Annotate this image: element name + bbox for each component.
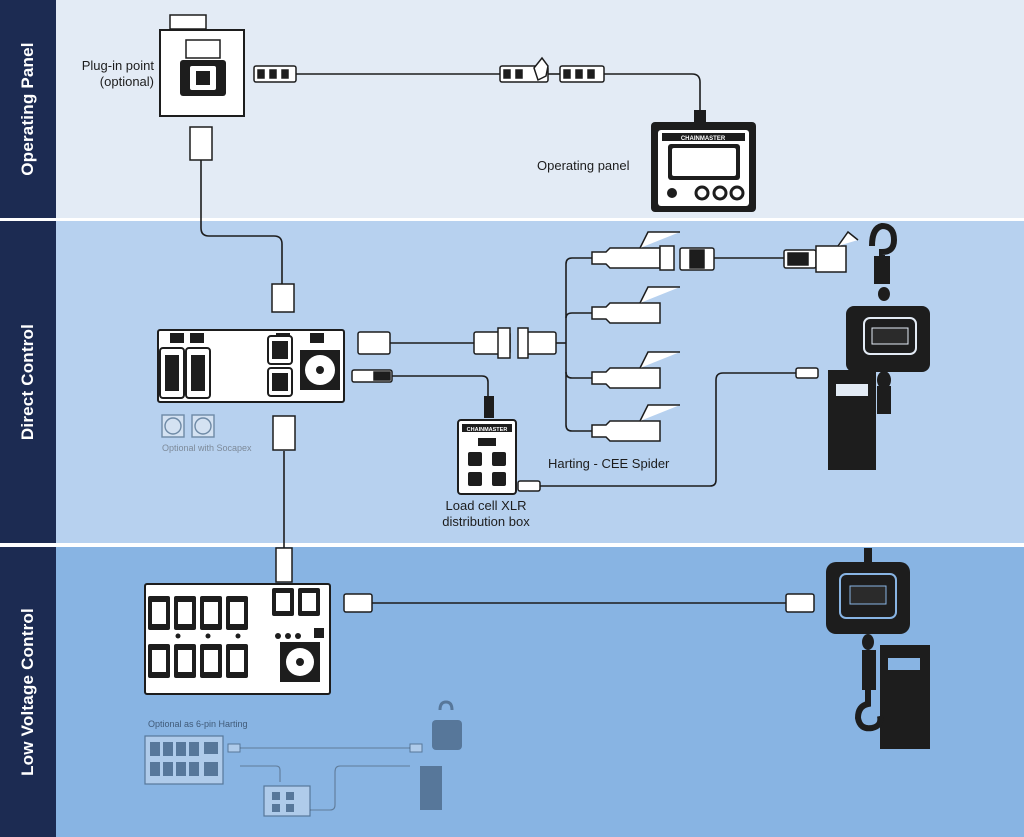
sidebar-tab-operating-panel: Operating Panel [0, 0, 56, 218]
load-cell-label: Load cell XLR distribution box [426, 498, 546, 530]
cable-loadbox-to-hoist [540, 372, 796, 487]
hoist-icon [826, 548, 930, 749]
harting-cee-spider-label: Harting - CEE Spider [548, 456, 670, 471]
cable-xlr-to-loadcell [392, 375, 489, 398]
cee-socket-icon [679, 247, 715, 271]
cable-to-panel [604, 73, 701, 112]
cee-plug-icon [783, 230, 859, 273]
box-logo: CHAINMASTER [467, 427, 508, 433]
connector-icon [785, 593, 815, 613]
cee-plug-icon [591, 404, 680, 442]
xlr-connector-icon [351, 369, 393, 383]
plug-in-point-label: Plug-in point (optional) [68, 58, 154, 90]
load-cell-line2: distribution box [442, 514, 530, 529]
cee-plug-icon [591, 231, 680, 271]
sidebar-tab-low-voltage: Low Voltage Control [0, 547, 56, 837]
operating-panel-label: Operating panel [537, 158, 630, 173]
hoist-icon [828, 222, 930, 470]
connector-icon [499, 56, 549, 83]
controller-icon [157, 283, 345, 451]
plug-in-point-line2: (optional) [99, 74, 154, 89]
optional-6pin-setup [144, 700, 462, 817]
connector-icon [253, 65, 297, 83]
cee-plug-icon [591, 351, 680, 389]
connector-icon [517, 327, 557, 359]
connector-icon [473, 327, 511, 359]
plug-in-box-icon [159, 14, 245, 161]
low-voltage-controller-icon [144, 547, 331, 695]
cee-plug-icon [591, 286, 680, 324]
cable-plugin-to-controller [200, 160, 283, 285]
optional-6pin-label: Optional as 6-pin Harting [148, 719, 248, 729]
xlr-connector-icon [795, 367, 819, 379]
xlr-box-icon: CHAINMASTER [457, 396, 541, 495]
panel-logo: CHAINMASTER [681, 136, 726, 142]
connector-icon [343, 593, 373, 613]
operating-panel-icon: CHAINMASTER [651, 110, 756, 212]
connector-icon [559, 65, 605, 83]
sidebar-tab-direct-control: Direct Control [0, 221, 56, 543]
connector-icon [357, 331, 391, 355]
load-cell-line1: Load cell XLR [445, 498, 527, 513]
socapex-icon [161, 414, 215, 438]
plug-in-point-line1: Plug-in point [81, 58, 154, 73]
optional-socapex-label: Optional with Socapex [162, 443, 252, 453]
